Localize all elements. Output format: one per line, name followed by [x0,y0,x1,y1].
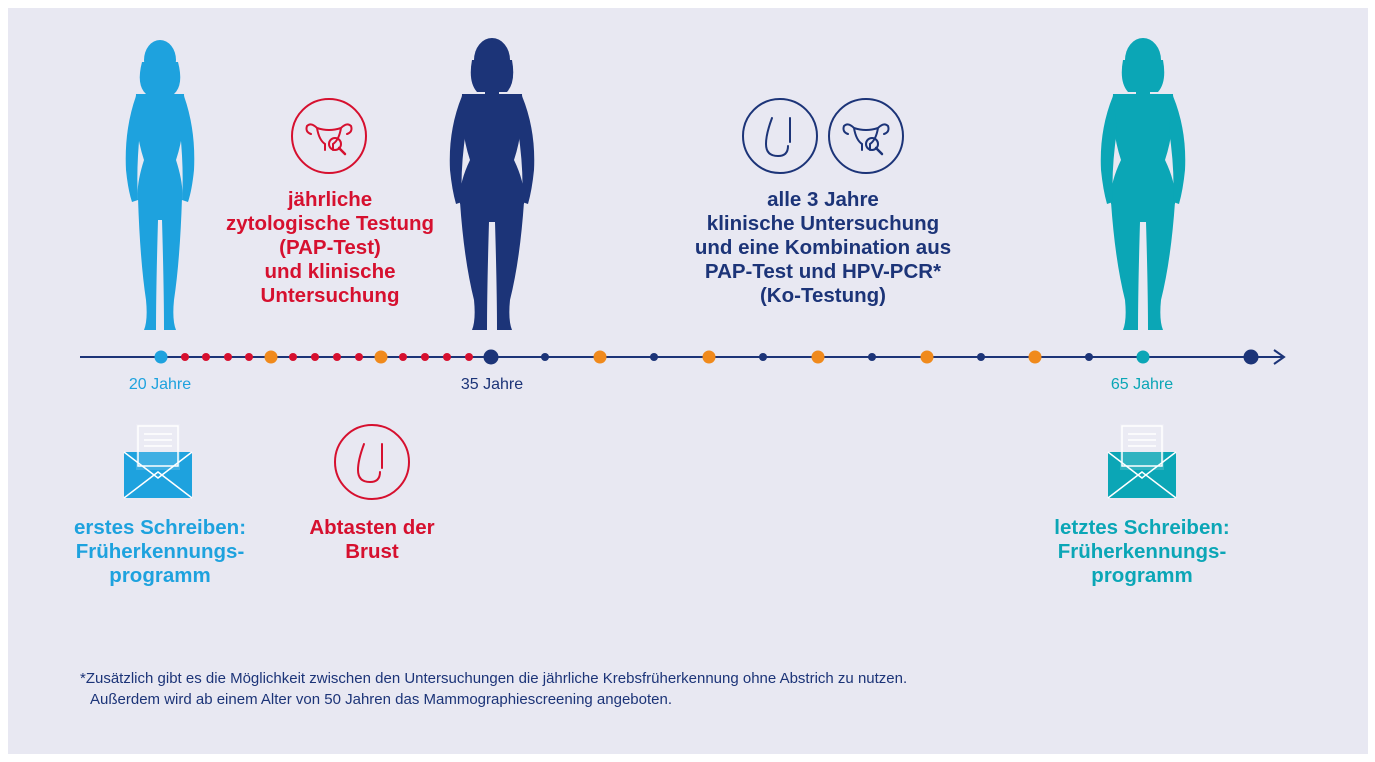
timeline-dot-red [443,353,451,361]
breast-icon [742,98,818,174]
breast-exam-description: Abtasten der Brust [272,516,472,564]
timeline-dot-orange [920,350,934,364]
phase1-line: und klinische [264,260,396,283]
timeline-dot-navy [1085,353,1093,361]
first-letter-description: erstes Schreiben: Früherkennungs- progra… [40,516,280,588]
uterus-magnifier-icon [291,98,367,174]
timeline-dot-end [1243,349,1259,365]
timeline-dot-red [333,353,341,361]
timeline-dot-orange [264,350,278,364]
first-letter-line: erstes Schreiben: [73,516,247,539]
timeline-dot-orange [702,350,716,364]
timeline-dot-navy [868,353,876,361]
timeline-dot-red [181,353,189,361]
timeline-dot-red [399,353,407,361]
timeline-dot-orange [593,350,607,364]
phase2-line: PAP-Test und HPV-PCR* [704,260,942,283]
timeline-dot-red [421,353,429,361]
footnote: *Zusätzlich gibt es die Möglichkeit zwis… [80,668,907,710]
footnote-line: Außerdem wird ab einem Alter von 50 Jahr… [90,691,672,708]
footnote-line: *Zusätzlich gibt es die Möglichkeit zwis… [80,670,908,687]
phase1-line: Untersuchung [260,284,400,307]
woman-65-figure [1100,38,1186,330]
first-letter-line: Früherkennungs- [75,540,245,563]
timeline-dot-red [202,353,210,361]
timeline-dot-red [224,353,232,361]
phase1-line: (PAP-Test) [279,236,381,259]
timeline-dot-20 [154,350,168,364]
timeline-dot-red [289,353,297,361]
phase2-line: klinische Untersuchung [706,212,940,235]
phase2-line: und eine Kombination aus [694,236,952,259]
timeline-dot-red [311,353,319,361]
timeline-dot-red [245,353,253,361]
timeline-dot-orange [811,350,825,364]
phase2-description: alle 3 Jahre klinische Untersuchung und … [673,188,973,308]
first-letter-line: programm [109,564,211,587]
last-letter-line: Früherkennungs- [1057,540,1227,563]
timeline-axis [80,349,1286,365]
timeline-dot-orange [1028,350,1042,364]
timeline-label-65: 65 Jahre [1110,376,1174,393]
uterus-magnifier-icon [828,98,904,174]
phase2-line: alle 3 Jahre [767,188,879,211]
letter-envelope-icon [1107,423,1177,499]
timeline-label-20: 20 Jahre [128,376,192,393]
breast-exam-line: Brust [345,540,399,563]
timeline-dot-35 [483,349,499,365]
timeline-dot-navy [650,353,658,361]
last-letter-line: programm [1091,564,1193,587]
phase1-description: jährliche zytologische Testung (PAP-Test… [200,188,460,308]
phase2-line: (Ko-Testung) [759,284,886,307]
timeline-dot-red [465,353,473,361]
woman-35-figure [449,38,535,330]
breast-exam-line: Abtasten der [309,516,435,539]
phase1-line: jährliche [287,188,373,211]
timeline-dot-navy [977,353,985,361]
last-letter-description: letztes Schreiben: Früherkennungs- progr… [1022,516,1262,588]
breast-icon [334,424,410,500]
timeline-dot-navy [759,353,767,361]
letter-envelope-icon [123,423,193,499]
timeline-dot-navy [541,353,549,361]
timeline-dots [154,349,1259,365]
last-letter-line: letztes Schreiben: [1054,516,1230,539]
timeline-label-35: 35 Jahre [460,376,524,393]
phase1-line: zytologische Testung [225,212,435,235]
timeline-dot-orange [374,350,388,364]
woman-20-figure [125,40,195,330]
timeline-dot-red [355,353,363,361]
timeline-dot-65 [1136,350,1150,364]
